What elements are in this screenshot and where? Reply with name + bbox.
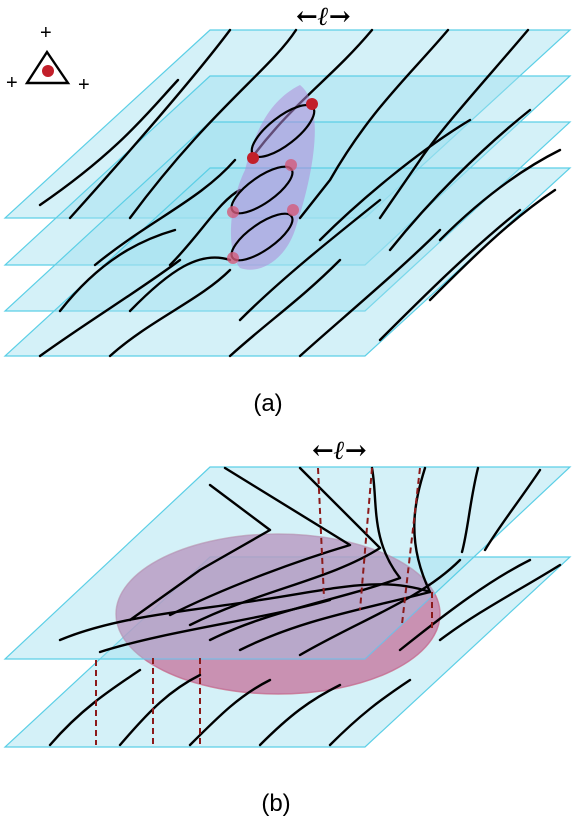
director-lines-a-lower bbox=[38, 108, 562, 358]
plus-sign-right: + bbox=[78, 74, 90, 96]
director-lines-b-top bbox=[58, 466, 542, 657]
panel-b-stack bbox=[3, 466, 572, 748]
caption-a: (a) bbox=[253, 390, 283, 417]
disclination-tube bbox=[230, 85, 315, 270]
caption-b: (b) bbox=[261, 790, 291, 817]
director-lines-b-bottom bbox=[48, 563, 562, 747]
dashed-connectors bbox=[95, 467, 433, 745]
charge-triangle-icon bbox=[24, 49, 71, 85]
plus-sign-top: + bbox=[40, 22, 52, 44]
plus-sign-left: + bbox=[6, 72, 18, 94]
length-label-a: ←ℓ→ bbox=[296, 2, 351, 32]
panel-a-stack bbox=[3, 28, 572, 358]
length-label-b: ←ℓ→ bbox=[312, 436, 367, 466]
defect-points bbox=[227, 98, 318, 264]
plane-b-top bbox=[3, 466, 572, 660]
